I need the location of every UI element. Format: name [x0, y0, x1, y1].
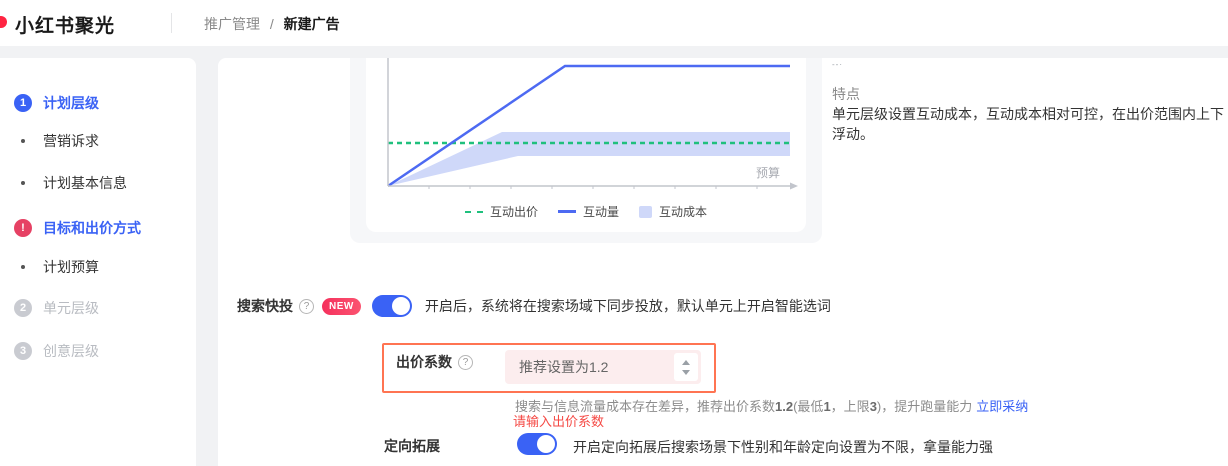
- bid-factor-hint: 搜索与信息流量成本存在差异，推荐出价系数1.2(最低1，上限3)，提升跑量能力立…: [515, 396, 1028, 415]
- dashed-line-icon: [464, 210, 483, 213]
- clipped-text-fragment: --·: [832, 60, 843, 69]
- sidebar-item-label: 目标和出价方式: [43, 220, 141, 236]
- sidebar-item-label: 营销诉求: [43, 133, 99, 149]
- interaction-chart-svg: [387, 58, 798, 190]
- brand-logo-icon: [0, 16, 7, 28]
- stepper-up-icon[interactable]: [682, 359, 690, 365]
- hint-text: )，提升跑量能力: [876, 399, 973, 414]
- search-fast-description: 开启后，系统将在搜索场域下同步投放，默认单元上开启智能选词: [424, 298, 831, 314]
- legend-label: 互动出价: [489, 205, 538, 219]
- adopt-now-link[interactable]: 立即采纳: [976, 399, 1029, 414]
- sidebar-item-label: 计划基本信息: [43, 175, 127, 191]
- legend-label: 互动成本: [659, 205, 708, 219]
- sidebar-item-label: 计划层级: [43, 95, 99, 111]
- bullet-icon: [14, 258, 32, 276]
- bid-factor-label: 出价系数: [396, 354, 452, 370]
- bullet-icon: [14, 174, 32, 192]
- bid-factor-error-message: 请输入出价系数: [513, 414, 605, 429]
- steps-sidebar: 1 计划层级 营销诉求 计划基本信息 ! 目标和出价方式 计划预算 2 单元层级…: [0, 58, 196, 466]
- search-fast-toggle[interactable]: [371, 295, 412, 317]
- legend-item-cost: 互动成本: [639, 203, 707, 220]
- sidebar-item-goal-and-bid[interactable]: ! 目标和出价方式: [14, 218, 141, 238]
- number-stepper: [674, 353, 698, 381]
- help-question-icon[interactable]: ?: [299, 298, 314, 314]
- toggle-knob: [537, 435, 555, 453]
- bid-mode-chart-panel: 预算 互动出价 互动量 互动成本: [350, 58, 822, 243]
- new-badge: NEW: [322, 297, 361, 315]
- info-body-text: 单元层级设置互动成本，互动成本相对可控，在出价范围内上下浮动。: [832, 106, 1224, 142]
- legend-label: 互动量: [582, 205, 619, 219]
- breadcrumb-section[interactable]: 推广管理: [204, 16, 260, 32]
- sidebar-item-marketing-demand[interactable]: 营销诉求: [14, 131, 99, 151]
- band-swatch-icon: [639, 205, 652, 218]
- hint-text: ，上限: [830, 399, 870, 414]
- chart-xaxis-label: 预算: [755, 166, 780, 180]
- step-1-icon: 1: [14, 94, 32, 112]
- chart-legend: 互动出价 互动量 互动成本: [366, 203, 806, 220]
- bullet-icon: [14, 132, 32, 150]
- solid-line-icon: [557, 210, 576, 213]
- error-exclamation-icon: !: [14, 219, 32, 237]
- interaction-chart-card: 预算 互动出价 互动量 互动成本: [366, 58, 806, 232]
- search-fast-label: 搜索快投: [237, 298, 293, 314]
- bid-factor-highlight-box: [382, 343, 716, 393]
- targeting-expand-description: 开启定向拓展后搜索场景下性别和年龄定向设置为不限，拿量能力强: [573, 439, 993, 455]
- bid-factor-label-row: 出价系数 ?: [396, 352, 473, 372]
- header-divider: [171, 13, 172, 33]
- sidebar-item-label: 单元层级: [43, 300, 99, 316]
- bid-factor-input[interactable]: [505, 350, 667, 384]
- step-3-icon: 3: [14, 342, 32, 360]
- targeting-expand-toggle[interactable]: [517, 433, 557, 455]
- sidebar-item-plan-level[interactable]: 1 计划层级: [14, 93, 99, 113]
- main-content-card: 预算 互动出价 互动量 互动成本 --· 特点 单元层级设置互动成本，互动成本相…: [218, 58, 1228, 466]
- breadcrumb-separator: /: [269, 16, 274, 32]
- sidebar-item-creative-level[interactable]: 3 创意层级: [14, 341, 99, 361]
- step-2-icon: 2: [14, 299, 32, 317]
- hint-bold: 1.2: [775, 399, 794, 414]
- hint-text: (最低: [793, 399, 824, 414]
- toggle-knob: [391, 297, 410, 315]
- sidebar-item-label: 计划预算: [43, 259, 99, 275]
- app-title: 小红书聚光: [15, 16, 116, 37]
- targeting-expand-label: 定向拓展: [384, 438, 440, 454]
- legend-item-bid: 互动出价: [464, 203, 538, 220]
- sidebar-item-unit-level[interactable]: 2 单元层级: [14, 298, 99, 318]
- sidebar-item-label: 创意层级: [43, 343, 99, 359]
- breadcrumb: 推广管理 / 新建广告: [204, 14, 340, 34]
- stepper-down-icon[interactable]: [682, 369, 690, 375]
- help-question-icon[interactable]: ?: [458, 354, 473, 370]
- sidebar-item-plan-basic-info[interactable]: 计划基本信息: [14, 173, 127, 193]
- hint-bold: 3: [869, 399, 877, 414]
- hint-text: 搜索与信息流量成本存在差异，推荐出价系数: [515, 399, 776, 414]
- search-fast-row: 搜索快投 ? NEW 开启后，系统将在搜索场域下同步投放，默认单元上开启智能选词: [237, 294, 831, 318]
- sidebar-item-plan-budget[interactable]: 计划预算: [14, 257, 99, 277]
- legend-item-volume: 互动量: [557, 203, 619, 220]
- bid-factor-input-wrap: [505, 350, 701, 384]
- hint-bold: 1: [823, 399, 831, 414]
- info-heading: 特点: [832, 86, 860, 102]
- breadcrumb-current: 新建广告: [283, 16, 340, 32]
- top-header: 小红书聚光 推广管理 / 新建广告: [0, 0, 1228, 46]
